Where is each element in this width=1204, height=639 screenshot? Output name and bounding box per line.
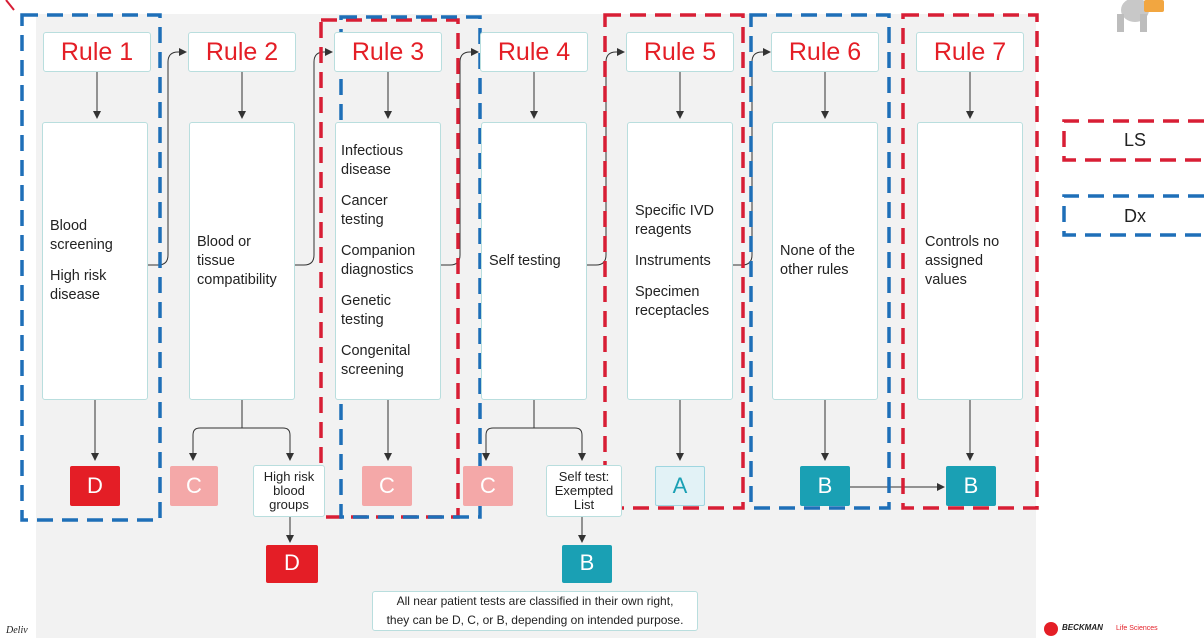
rule-2-box: Blood or tissue compatibility — [189, 122, 295, 400]
rule-3-header: Rule 3 — [334, 32, 442, 72]
rule-1-header: Rule 1 — [43, 32, 151, 72]
rule-7-line-1: Controls no assigned values — [925, 233, 1000, 288]
rule-4-class-b: B — [562, 545, 612, 583]
rule-6-line-1: None of the other rules — [780, 243, 855, 278]
beckman-logo-brand: BECKMAN — [1062, 623, 1103, 632]
rule-3-class-c: C — [362, 466, 412, 506]
rule-5-line-1: Specific IVD reagents — [635, 202, 714, 238]
note-line-1: All near patient tests are classified in… — [396, 594, 674, 608]
rule-5-header: Rule 5 — [626, 32, 734, 72]
legend-ls-label: LS — [1123, 130, 1147, 150]
rule-2-line-1: Blood or tissue compatibility — [197, 233, 277, 288]
rule-4-class-c: C — [463, 466, 513, 506]
rule-5-line-3: Specimen receptacles — [635, 283, 710, 319]
beckman-logo-sub: Life Sciences — [1116, 625, 1158, 632]
rule-4-sublabel-line-1: Self test: — [558, 469, 610, 484]
rule-4-line-1: Self testing — [489, 252, 561, 269]
rule-2-high-risk-blood-groups: High risk blood groups — [253, 465, 325, 517]
rule-6-box: None of the other rules — [772, 122, 878, 400]
rule-1-line-1: Blood screening — [50, 218, 113, 253]
rule-4-sublabel-line-3: List — [573, 497, 595, 512]
rule-2-sublabel-line-1: High risk — [263, 469, 315, 484]
rule-2-class-d: D — [266, 545, 318, 583]
legend-dx-label: Dx — [1124, 206, 1146, 226]
rule-4-sublabel-line-2: Exempted — [554, 483, 614, 498]
rule-1-box: Blood screening High risk disease — [42, 122, 148, 400]
rule-6-class-b: B — [800, 466, 850, 506]
rule-3-line-1: Infectious disease — [341, 143, 404, 178]
rule-2-sublabel-line-3: groups — [269, 497, 309, 512]
rule-2-header: Rule 2 — [188, 32, 296, 72]
rule-1-class-d: D — [70, 466, 120, 506]
rule-3-line-5: Congenital screening — [341, 343, 411, 378]
beckman-logo: BECKMAN Life Sciences — [1040, 622, 1204, 639]
rule-3-box: Infectious disease Cancer testing Compan… — [335, 122, 441, 400]
rule-4-self-test-exempted-list: Self test: Exempted List — [546, 465, 622, 517]
rule-7-class-b: B — [946, 466, 996, 506]
rule-7-header: Rule 7 — [916, 32, 1024, 72]
rule-7-box: Controls no assigned values — [917, 122, 1023, 400]
rule-5-line-2: Instruments — [635, 252, 711, 269]
rule-6-header: Rule 6 — [771, 32, 879, 72]
rule-3-line-3: Companion diagnostics — [341, 243, 416, 278]
rule-4-header: Rule 4 — [480, 32, 588, 72]
near-patient-note: All near patient tests are classified in… — [372, 591, 698, 631]
rule-3-line-2: Cancer testing — [341, 193, 388, 228]
rule-5-box: Specific IVD reagents Instruments Specim… — [627, 122, 733, 400]
rule-4-box: Self testing — [481, 122, 587, 400]
rule-5-class-a: A — [655, 466, 705, 506]
rule-2-sublabel-line-2: blood — [273, 483, 305, 498]
beckman-logo-mark-icon — [1044, 622, 1058, 636]
rule-1-line-2: High risk disease — [50, 268, 107, 303]
note-line-2: they can be D, C, or B, depending on int… — [386, 613, 684, 627]
rule-2-class-c: C — [170, 466, 218, 506]
rule-3-line-4: Genetic testing — [341, 293, 391, 328]
footer-left-text: Deliv — [6, 625, 28, 636]
